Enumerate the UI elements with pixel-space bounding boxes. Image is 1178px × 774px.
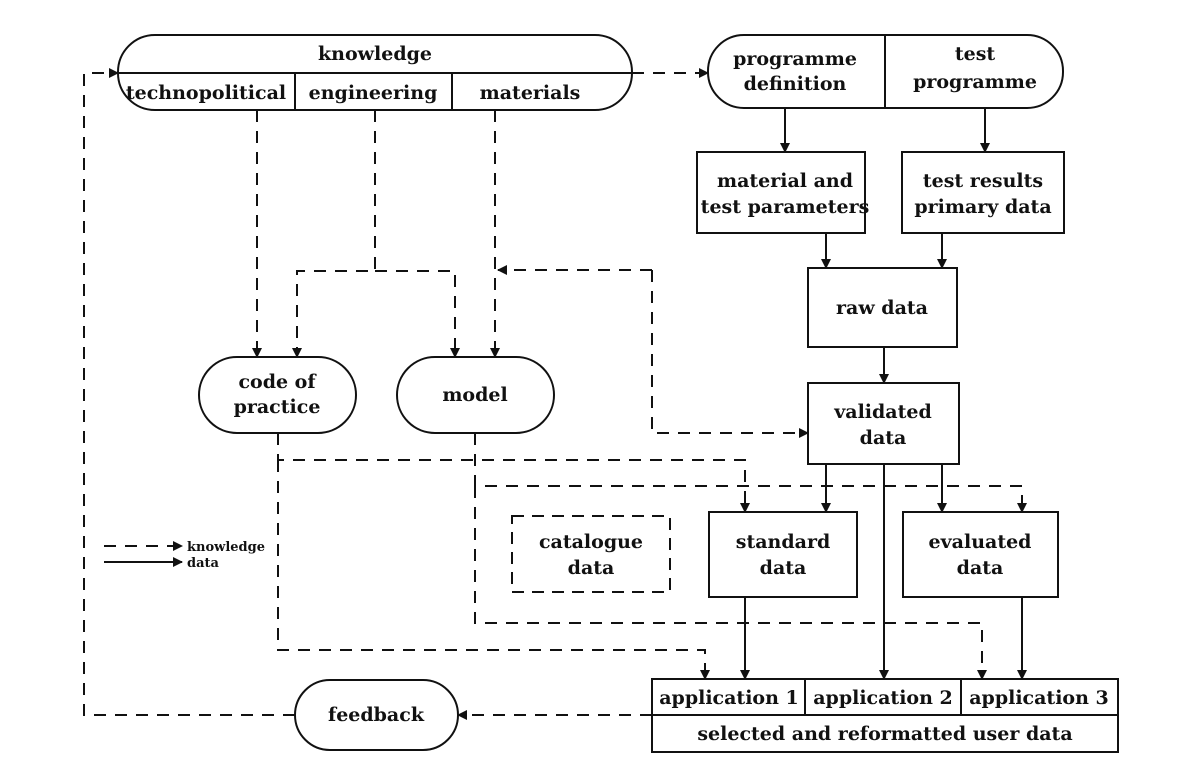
model-to-evaluated-line (474, 433, 1027, 513)
feedback-to-knowledge-loop (83, 68, 295, 716)
model-box (396, 356, 555, 434)
raw-data-box (807, 267, 958, 348)
application-3-label: application 3 (969, 687, 1109, 709)
catalogue-data-box (511, 515, 671, 593)
application-2-label: application 2 (813, 687, 953, 709)
validated-data-box (807, 382, 960, 465)
test-programme-line1: test (955, 43, 996, 65)
legend-knowledge-label: knowledge (187, 540, 265, 555)
model-label: model (442, 384, 507, 406)
knowledge-part-engineering: engineering (309, 82, 438, 104)
evaluated-data-box (902, 511, 1059, 598)
validated-data-node: validated data (807, 382, 960, 465)
test-programme-line2: programme (913, 71, 1037, 93)
test-results-line2: primary data (914, 196, 1051, 218)
feedback-label: feedback (328, 704, 425, 726)
code-to-standard-line (277, 433, 750, 513)
programme-definition-line1: programme (733, 48, 857, 70)
applications-group: application 1 application 2 application … (651, 678, 1119, 753)
legend-data-label: data (187, 556, 220, 571)
programme-definition-line2: definition (744, 73, 847, 95)
test-results-line1: test results (923, 170, 1043, 192)
code-of-practice-line2: practice (234, 396, 321, 418)
catalogue-data-line2: data (568, 557, 615, 579)
model-to-app3-line (474, 486, 987, 680)
legend: knowledge data (104, 540, 265, 571)
validated-data-line1: validated (833, 401, 932, 423)
material-params-box (696, 151, 866, 234)
model-node: model (396, 356, 555, 434)
standard-data-node: standard data (708, 511, 858, 598)
evaluated-data-node: evaluated data (902, 511, 1059, 598)
raw-data-label: raw data (836, 297, 928, 319)
test-results-box (901, 151, 1065, 234)
code-of-practice-line1: code of (238, 371, 317, 393)
evaluated-data-line2: data (957, 557, 1004, 579)
feedback-box (294, 679, 459, 751)
feedback-node: feedback (294, 679, 459, 751)
application-1-label: application 1 (659, 687, 799, 709)
programme-group: programme definition test programme (707, 34, 1064, 109)
engineering-split-line (292, 110, 376, 358)
user-data-label: selected and reformatted user data (697, 723, 1072, 745)
catalogue-data-line1: catalogue (539, 531, 643, 553)
validated-to-model-feedback (651, 270, 809, 438)
catalogue-data-node: catalogue data (511, 515, 671, 593)
material-params-node: material and test parameters (696, 151, 870, 234)
standard-data-line2: data (760, 557, 807, 579)
material-params-line2: test parameters (701, 196, 870, 218)
test-results-node: test results primary data (901, 151, 1065, 234)
material-params-line1: material and (717, 170, 853, 192)
standard-data-box (708, 511, 858, 598)
code-of-practice-box (198, 356, 357, 434)
validated-data-line2: data (860, 427, 907, 449)
knowledge-group: knowledge technopolitical engineering ma… (117, 34, 633, 111)
evaluated-data-line1: evaluated (929, 531, 1032, 553)
knowledge-title: knowledge (318, 43, 432, 65)
code-to-app1-line (277, 460, 710, 680)
knowledge-part-materials: materials (480, 82, 581, 104)
connectors (83, 68, 1027, 720)
raw-data-node: raw data (807, 267, 958, 348)
standard-data-line1: standard (736, 531, 831, 553)
engineering-to-model-line (375, 270, 460, 358)
knowledge-part-technopolitical: technopolitical (126, 82, 286, 104)
code-of-practice-node: code of practice (198, 356, 357, 434)
